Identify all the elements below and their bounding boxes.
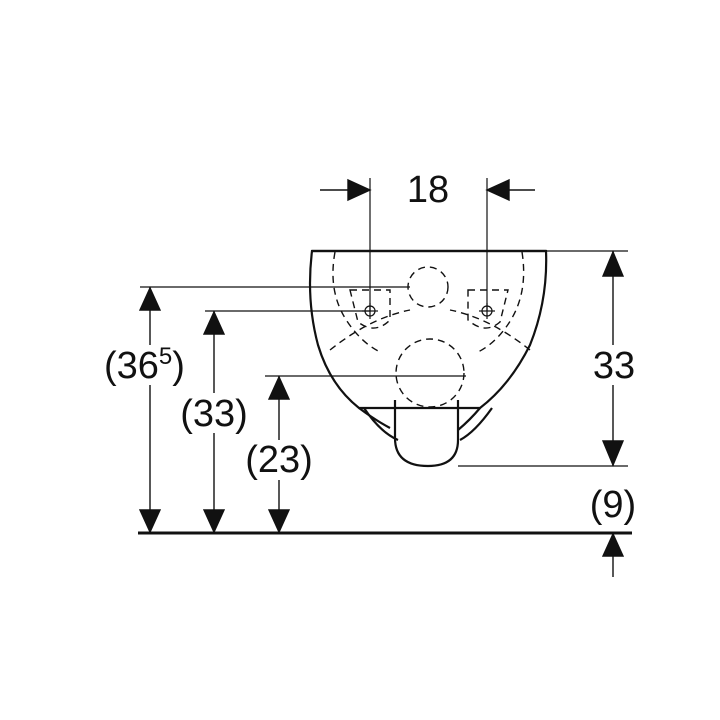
bowl-base-curve <box>358 407 481 431</box>
label-height-33-right: 33 <box>593 345 635 387</box>
bowl-outline <box>308 249 548 410</box>
inner-right-contour <box>477 251 525 353</box>
arrow-33-top <box>601 250 625 277</box>
label-total-365-suffix: ) <box>172 345 185 387</box>
label-height-23: (23) <box>245 439 313 481</box>
extension-lines <box>140 178 628 467</box>
arrow-23-top <box>267 375 291 400</box>
toilet-bowl <box>308 249 548 468</box>
waste-outlet-circle <box>395 338 465 408</box>
right-fixing-pocket <box>467 289 509 329</box>
arrow-33l-top <box>202 310 226 335</box>
arrow-365-bottom <box>138 509 162 534</box>
label-total-365-prefix: (36 <box>104 345 159 387</box>
label-total-365: (365) <box>104 343 185 387</box>
bowl-base-right <box>459 407 493 441</box>
arrow-18-left <box>347 178 372 202</box>
arrow-33l-bottom <box>202 509 226 534</box>
arrow-18-right <box>485 178 510 202</box>
label-height-33-left: (33) <box>180 393 248 435</box>
left-fixing-pocket <box>349 289 391 329</box>
arrow-33-bottom <box>601 440 625 467</box>
label-width-18: 18 <box>407 169 449 211</box>
label-floor-offset-9: (9) <box>590 484 636 526</box>
arrow-365-top <box>138 286 162 311</box>
outlet-spigot <box>393 400 460 468</box>
arrow-23-bottom <box>267 509 291 534</box>
label-total-365-sup: 5 <box>159 343 172 370</box>
arrow-9-up <box>601 532 625 557</box>
dimension-lines <box>138 178 625 577</box>
